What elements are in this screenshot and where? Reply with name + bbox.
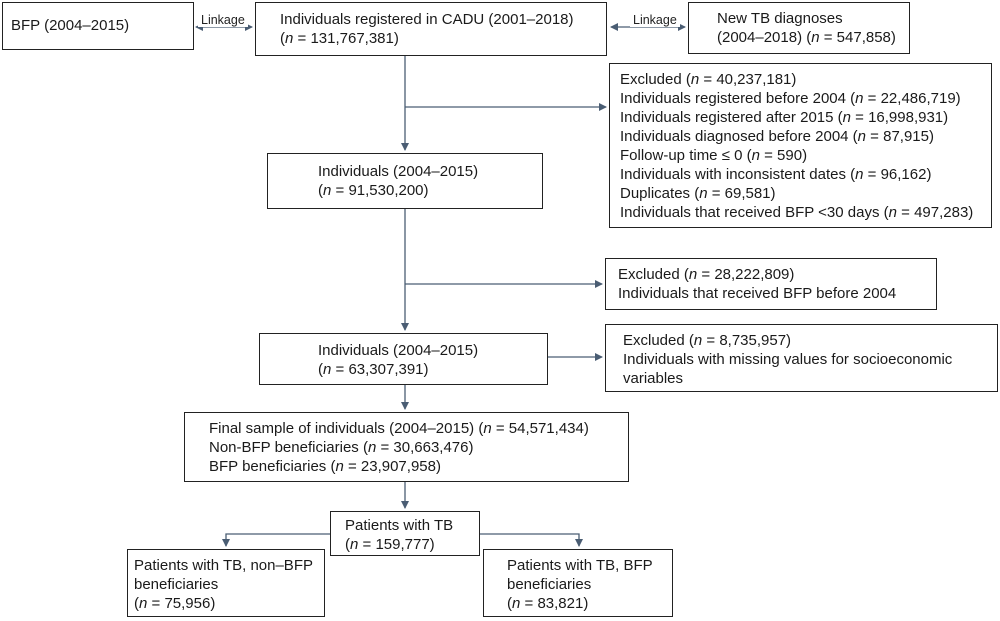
node-text-line: (2004–2018) (n = 547,858) <box>717 29 896 46</box>
italic-n: n <box>855 90 864 107</box>
node-text-line: Individuals registered after 2015 (n = 1… <box>620 109 949 126</box>
node-text-line: (n = 159,777) <box>345 536 435 553</box>
node-tb-non-bfp: Patients with TB, non–BFP beneficiaries (n… <box>127 549 325 617</box>
node-text-line: Individuals (2004–2015) <box>318 342 479 359</box>
node-individuals-2: Individuals (2004–2015) (n = 63,307,391) <box>259 333 548 385</box>
italic-n: n <box>690 71 700 88</box>
node-text-line: Follow-up time ≤ 0 (n = 590) <box>620 147 808 164</box>
italic-n: n <box>693 332 703 349</box>
node-text-line: (n = 91,530,200) <box>318 182 429 199</box>
arrow-tb-to-non-bfp <box>222 533 330 547</box>
italic-n: n <box>751 147 760 164</box>
italic-n: n <box>857 128 867 145</box>
node-excluded-3: Excluded (n = 8,735,957) Individuals with… <box>605 324 998 392</box>
italic-n: n <box>367 439 377 456</box>
node-final-sample: Final sample of individuals (2004–2015) … <box>184 412 629 482</box>
node-text-line: beneficiaries <box>507 576 592 593</box>
node-text-line: (n = 75,956) <box>134 595 216 612</box>
italic-n: n <box>855 166 864 183</box>
node-bfp: BFP (2004–2015) <box>2 2 194 50</box>
italic-n: n <box>285 30 294 47</box>
node-text-line: Individuals (2004–2015) <box>318 163 479 180</box>
node-text-line: Patients with TB, non–BFP <box>134 557 313 574</box>
node-text-line: beneficiaries <box>134 576 219 593</box>
italic-n: n <box>323 182 332 199</box>
node-text-line: Individuals with inconsistent dates (n =… <box>620 166 932 183</box>
node-text-line: Final sample of individuals (2004–2015) … <box>209 420 589 437</box>
node-new-tb: New TB diagnoses (2004–2018) (n = 547,858… <box>688 2 910 54</box>
node-patients-tb: Patients with TB (n = 159,777) <box>330 511 480 556</box>
italic-n: n <box>688 266 698 283</box>
italic-n: n <box>512 595 521 612</box>
node-excluded-2: Excluded (n = 28,222,809) Individuals tha… <box>605 258 937 310</box>
node-text-line: Excluded (n = 8,735,957) <box>623 332 792 349</box>
italic-n: n <box>811 29 820 46</box>
italic-n: n <box>888 204 897 221</box>
linkage-label-right: Linkage <box>630 13 680 27</box>
node-text-line: Excluded (n = 40,237,181) <box>620 71 797 88</box>
node-text-line: variables <box>623 370 684 387</box>
italic-n: n <box>335 458 344 475</box>
node-text-line: (n = 83,821) <box>507 595 589 612</box>
node-text-line: Excluded (n = 28,222,809) <box>618 266 795 283</box>
node-text-line: Individuals that received BFP <30 days (… <box>620 204 974 221</box>
node-text-line: (n = 131,767,381) <box>280 30 399 47</box>
node-text-line: Individuals registered before 2004 (n = … <box>620 90 961 107</box>
node-cadu: Individuals registered in CADU (2001–201… <box>255 2 607 56</box>
node-text-line: Individuals diagnosed before 2004 (n = 8… <box>620 128 934 145</box>
node-individuals-1: Individuals (2004–2015) (n = 91,530,200) <box>267 153 543 209</box>
node-text-line: Patients with TB <box>345 517 454 534</box>
node-text-line: Individuals registered in CADU (2001–201… <box>280 11 574 28</box>
italic-n: n <box>483 420 492 437</box>
node-text-line: Individuals that received BFP before 200… <box>618 285 897 302</box>
node-excluded-1: Excluded (n = 40,237,181) Individuals reg… <box>609 63 992 228</box>
node-text-line: (n = 63,307,391) <box>318 361 429 378</box>
italic-n: n <box>350 536 359 553</box>
node-text-line: BFP (2004–2015) <box>11 17 130 34</box>
node-text-line: New TB diagnoses <box>717 10 843 27</box>
italic-n: n <box>139 595 148 612</box>
node-text-line: Individuals with missing values for soci… <box>623 351 953 368</box>
linkage-label-left: Linkage <box>198 13 248 27</box>
arrow-tb-to-bfp <box>480 533 583 547</box>
italic-n: n <box>323 361 332 378</box>
node-text-line: Duplicates (n = 69,581) <box>620 185 776 202</box>
node-text-line: Patients with TB, BFP <box>507 557 653 574</box>
italic-n: n <box>699 185 708 202</box>
node-tb-bfp: Patients with TB, BFP beneficiaries (n = 8… <box>483 549 673 617</box>
italic-n: n <box>842 109 851 126</box>
node-text-line: BFP beneficiaries (n = 23,907,958) <box>209 458 441 475</box>
node-text-line: Non-BFP beneficiaries (n = 30,663,476) <box>209 439 474 456</box>
